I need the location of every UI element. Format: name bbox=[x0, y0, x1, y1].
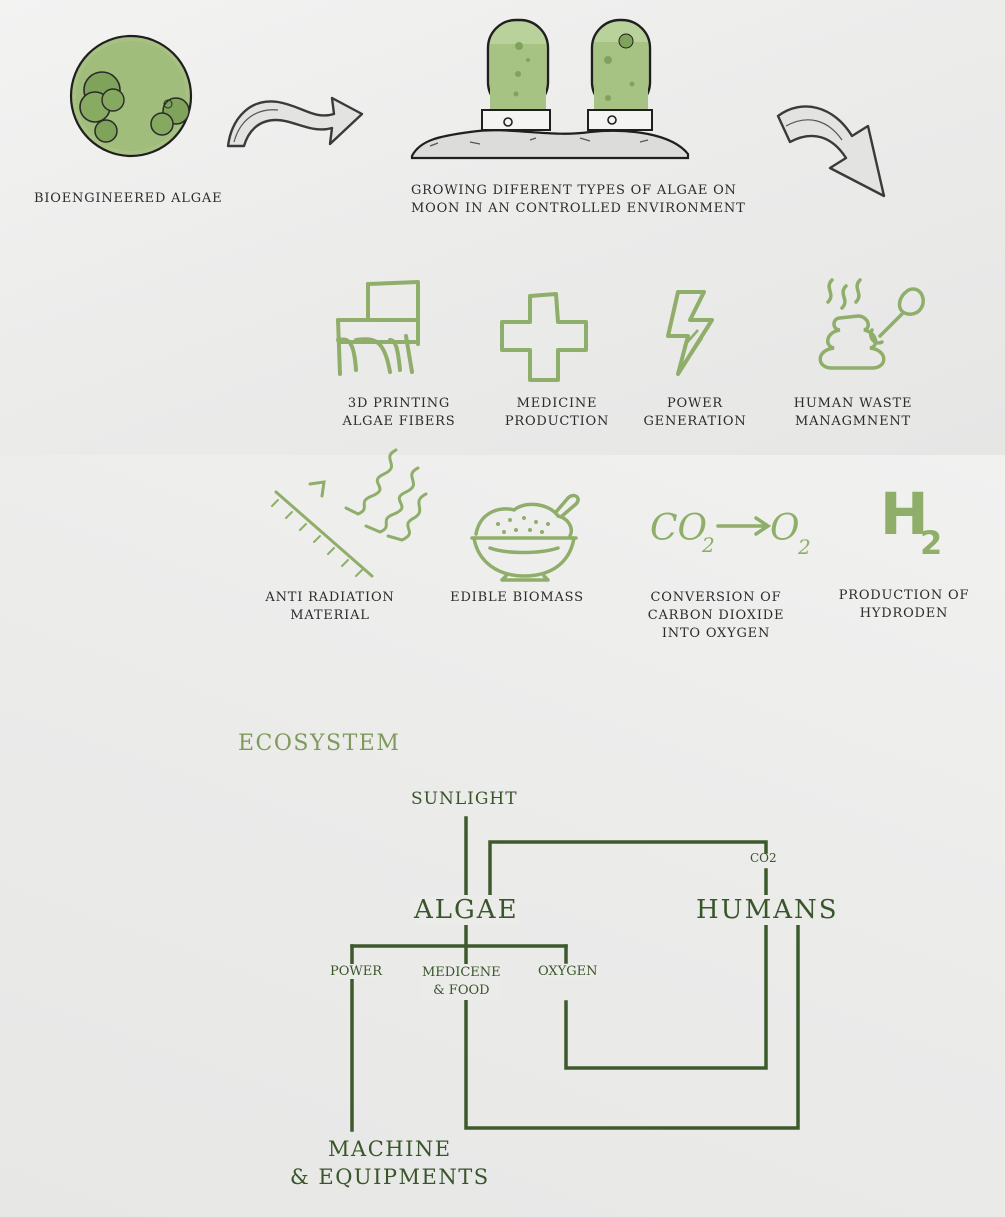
algae-cell-icon bbox=[68, 32, 196, 166]
hydrogen-h2-icon: H 2 bbox=[878, 478, 958, 562]
eco-power-label: POWER bbox=[330, 964, 383, 979]
algae-tanks-icon bbox=[410, 14, 692, 166]
co2-subscript: 2 bbox=[701, 533, 715, 557]
eco-machine-label: MACHINE & EQUIPMENTS bbox=[290, 1137, 490, 1189]
app-caption-edible-biomass: EDIBLE BIOMASS bbox=[450, 590, 584, 605]
curved-arrow-icon-2 bbox=[772, 96, 898, 210]
eco-humans-label: HUMANS bbox=[694, 895, 841, 925]
h2-subscript: 2 bbox=[920, 524, 942, 562]
ecosystem-title: ECOSYSTEM bbox=[238, 731, 401, 756]
o2-glyph: O bbox=[770, 508, 800, 549]
medical-cross-icon bbox=[500, 292, 588, 386]
eco-algae-label: ALGAE bbox=[412, 895, 521, 925]
chair-icon bbox=[334, 280, 426, 380]
curved-arrow-icon-1 bbox=[222, 86, 368, 158]
eco-medicene-food-label: MEDICENE & FOOD bbox=[422, 964, 501, 1000]
eco-oxygen-label: OXYGEN bbox=[538, 964, 598, 979]
oxygen-loop-line bbox=[564, 922, 768, 1070]
co2-loop-line bbox=[488, 840, 768, 900]
paper-background-bottom bbox=[0, 455, 1005, 1217]
growing-caption: GROWING DIFERENT TYPES OF ALGAE ON MOON … bbox=[411, 183, 746, 216]
radiation-shield-icon bbox=[268, 448, 434, 582]
o2-subscript: 2 bbox=[797, 535, 811, 559]
eco-co2-label: CO2 bbox=[750, 851, 777, 865]
co2-to-o2-icon: CO 2 O 2 bbox=[648, 500, 818, 560]
food-bowl-icon bbox=[470, 490, 584, 586]
waste-plunger-icon bbox=[810, 276, 928, 376]
lightning-bolt-icon bbox=[664, 290, 716, 380]
eco-sunlight-label: SUNLIGHT bbox=[411, 789, 518, 809]
h2-glyph: H bbox=[880, 480, 929, 548]
co2-glyph: CO bbox=[650, 508, 707, 549]
algae-caption: BIOENGINEERED ALGAE bbox=[34, 191, 223, 206]
algae-branch-line bbox=[464, 922, 800, 1130]
